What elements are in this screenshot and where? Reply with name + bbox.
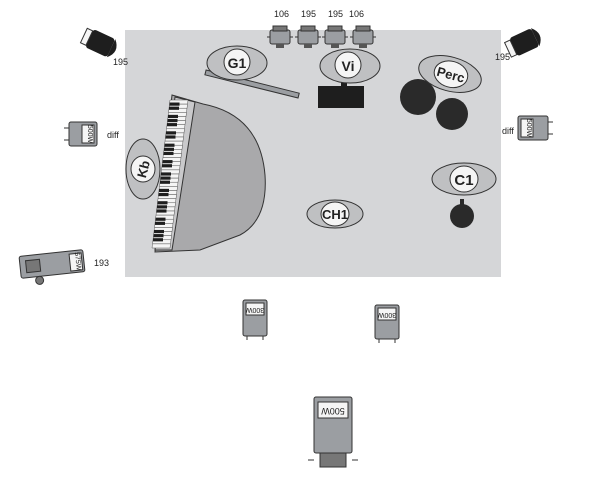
c1-stool <box>450 199 474 228</box>
piano-keyboard <box>151 99 189 249</box>
top-left-fresnel <box>79 27 117 58</box>
piano-black-key <box>164 143 175 147</box>
piano-black-key <box>163 151 174 156</box>
front-right-lamp-label: 300W <box>377 311 396 318</box>
position-ch1: CH1 <box>306 199 364 229</box>
side-right-label: diff <box>502 126 514 136</box>
lower-left-flood: 575W <box>18 249 86 285</box>
drum-large <box>400 79 436 115</box>
position-g1: G1 <box>206 45 268 81</box>
position-vi: Vi <box>319 48 381 84</box>
front-left-flood: 300W <box>242 299 268 340</box>
front-right-flood: 300W <box>374 304 400 343</box>
top-spot-3-label: 195 <box>328 9 343 19</box>
top-spot-1-label: 106 <box>274 9 289 19</box>
music-stand <box>318 82 364 108</box>
piano-black-key <box>160 180 170 184</box>
piano-black-key <box>162 164 172 168</box>
piano-black-key <box>165 135 176 139</box>
position-vi-label: Vi <box>342 58 355 74</box>
lower-left-label: 193 <box>94 258 109 268</box>
piano-black-key <box>158 192 169 197</box>
piano-black-key <box>164 147 174 151</box>
top-left-fresnel-label: 195 <box>113 57 128 67</box>
grand-piano <box>151 94 266 253</box>
piano-black-key <box>169 106 179 110</box>
piano-black-key <box>162 160 173 164</box>
piano-black-key <box>161 172 171 176</box>
top-spot-2-label: 195 <box>301 9 316 19</box>
side-right-flood: 500W <box>517 115 553 141</box>
piano-black-key <box>167 123 177 127</box>
position-perc-label: Perc <box>435 64 466 86</box>
piano-black-key <box>169 102 180 106</box>
piano-black-key <box>157 201 168 205</box>
piano-black-key <box>156 209 167 213</box>
position-c1: C1 <box>431 162 497 196</box>
piano-black-key <box>157 205 167 209</box>
top-spotlight-4 <box>350 25 376 48</box>
piano-black-key <box>167 118 178 123</box>
piano-black-key <box>160 176 171 180</box>
center-front-flood: 500W <box>308 396 358 468</box>
front-left-lamp-label: 300W <box>245 306 264 313</box>
piano-black-key <box>155 221 165 225</box>
top-spotlight-1 <box>267 25 293 48</box>
piano-black-key <box>153 238 163 242</box>
position-perc: Perc <box>418 55 482 93</box>
piano-white-key <box>151 243 171 249</box>
piano-black-key <box>154 229 164 234</box>
position-ch1-label: CH1 <box>322 207 348 222</box>
piano-black-key <box>153 234 164 238</box>
top-right-fresnel <box>503 28 541 58</box>
position-kb-label: Kb <box>134 159 153 180</box>
center-lamp-label: 500W <box>321 406 345 416</box>
position-kb: Kb <box>125 138 161 200</box>
position-c1-label: C1 <box>454 172 473 189</box>
position-g1-label: G1 <box>228 55 247 71</box>
piano-black-key <box>166 131 176 135</box>
side-right-lamp-label: 500W <box>525 119 532 138</box>
top-spotlight-3 <box>322 25 348 48</box>
drum-small <box>436 98 468 130</box>
piano-black-key <box>168 114 178 119</box>
top-spot-4-label: 106 <box>349 9 364 19</box>
piano-black-key <box>159 188 169 193</box>
side-left-flood: 500W <box>64 121 98 147</box>
lower-left-lamp-label: 575W <box>73 252 82 271</box>
top-right-fresnel-label: 195 <box>495 52 510 62</box>
top-spotlight-2 <box>295 25 321 48</box>
side-left-label: diff <box>107 130 119 140</box>
side-left-lamp-label: 500W <box>86 125 93 144</box>
piano-black-key <box>155 217 166 221</box>
